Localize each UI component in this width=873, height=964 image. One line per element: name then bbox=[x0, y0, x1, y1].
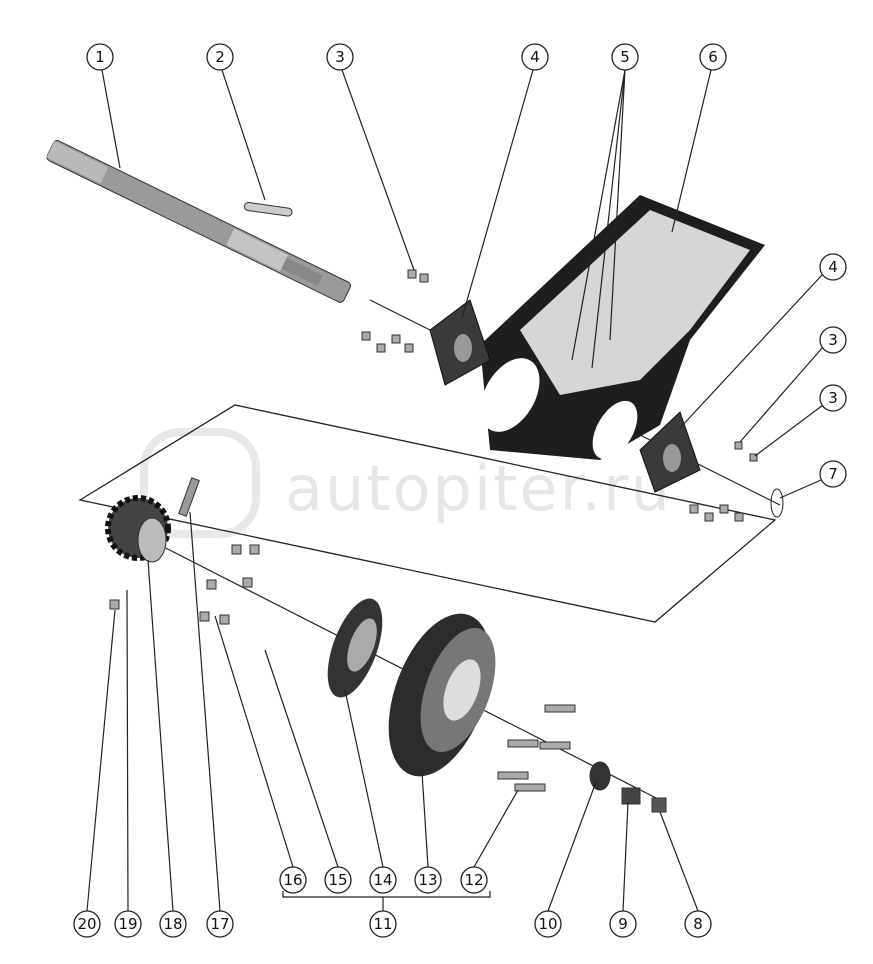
sub-assembly-plane bbox=[78, 404, 777, 623]
callout-7: 7 bbox=[819, 460, 847, 488]
svg-text:16: 16 bbox=[283, 871, 302, 889]
svg-text:17: 17 bbox=[210, 915, 229, 933]
callout-16: 16 bbox=[279, 866, 307, 894]
callout-12: 12 bbox=[460, 866, 488, 894]
callout-2: 2 bbox=[206, 43, 234, 71]
callout-13: 13 bbox=[414, 866, 442, 894]
callout-8: 8 bbox=[684, 910, 712, 938]
svg-text:13: 13 bbox=[418, 871, 437, 889]
shaft-part bbox=[46, 140, 352, 303]
callout-4: 4 bbox=[521, 43, 549, 71]
bolt-part bbox=[178, 477, 200, 517]
svg-text:8: 8 bbox=[693, 915, 703, 933]
svg-text:11: 11 bbox=[373, 915, 392, 933]
pulley-part bbox=[388, 613, 496, 777]
svg-text:19: 19 bbox=[118, 915, 137, 933]
svg-text:20: 20 bbox=[77, 915, 96, 933]
watermark-logo bbox=[140, 428, 260, 538]
callout-3-right-a: 3 bbox=[819, 326, 847, 354]
leader-lines bbox=[86, 69, 824, 912]
key-part bbox=[243, 202, 293, 217]
sprocket-part bbox=[105, 495, 171, 563]
svg-text:3: 3 bbox=[828, 331, 838, 349]
svg-text:10: 10 bbox=[538, 915, 557, 933]
callout-19: 19 bbox=[114, 910, 142, 938]
svg-text:12: 12 bbox=[464, 871, 483, 889]
callout-3: 3 bbox=[326, 43, 354, 71]
callout-10: 10 bbox=[534, 910, 562, 938]
callout-3-right-b: 3 bbox=[819, 384, 847, 412]
svg-text:18: 18 bbox=[163, 915, 182, 933]
bearing-housing-part bbox=[429, 299, 701, 493]
callout-14: 14 bbox=[369, 866, 397, 894]
callout-9: 9 bbox=[609, 910, 637, 938]
callout-20: 20 bbox=[73, 910, 101, 938]
svg-text:3: 3 bbox=[335, 48, 345, 66]
svg-text:2: 2 bbox=[215, 48, 225, 66]
callout-11: 11 bbox=[369, 910, 397, 938]
svg-text:14: 14 bbox=[373, 871, 392, 889]
svg-text:4: 4 bbox=[530, 48, 540, 66]
flange-hub-part bbox=[327, 598, 383, 698]
svg-text:4: 4 bbox=[828, 258, 838, 276]
svg-text:5: 5 bbox=[620, 48, 630, 66]
callout-6: 6 bbox=[699, 43, 727, 71]
svg-text:1: 1 bbox=[95, 48, 105, 66]
svg-text:3: 3 bbox=[828, 389, 838, 407]
fasteners bbox=[109, 269, 784, 813]
svg-text:15: 15 bbox=[328, 871, 347, 889]
svg-text:6: 6 bbox=[708, 48, 718, 66]
callout-5: 5 bbox=[611, 43, 639, 71]
watermark-text: autopiter.ru bbox=[285, 452, 672, 525]
callout-18: 18 bbox=[159, 910, 187, 938]
frame-part bbox=[480, 195, 765, 460]
callout-15: 15 bbox=[324, 866, 352, 894]
callout-4-right: 4 bbox=[819, 253, 847, 281]
svg-text:7: 7 bbox=[828, 465, 838, 483]
callout-17: 17 bbox=[206, 910, 234, 938]
callout-1: 1 bbox=[86, 43, 114, 71]
svg-text:9: 9 bbox=[618, 915, 628, 933]
